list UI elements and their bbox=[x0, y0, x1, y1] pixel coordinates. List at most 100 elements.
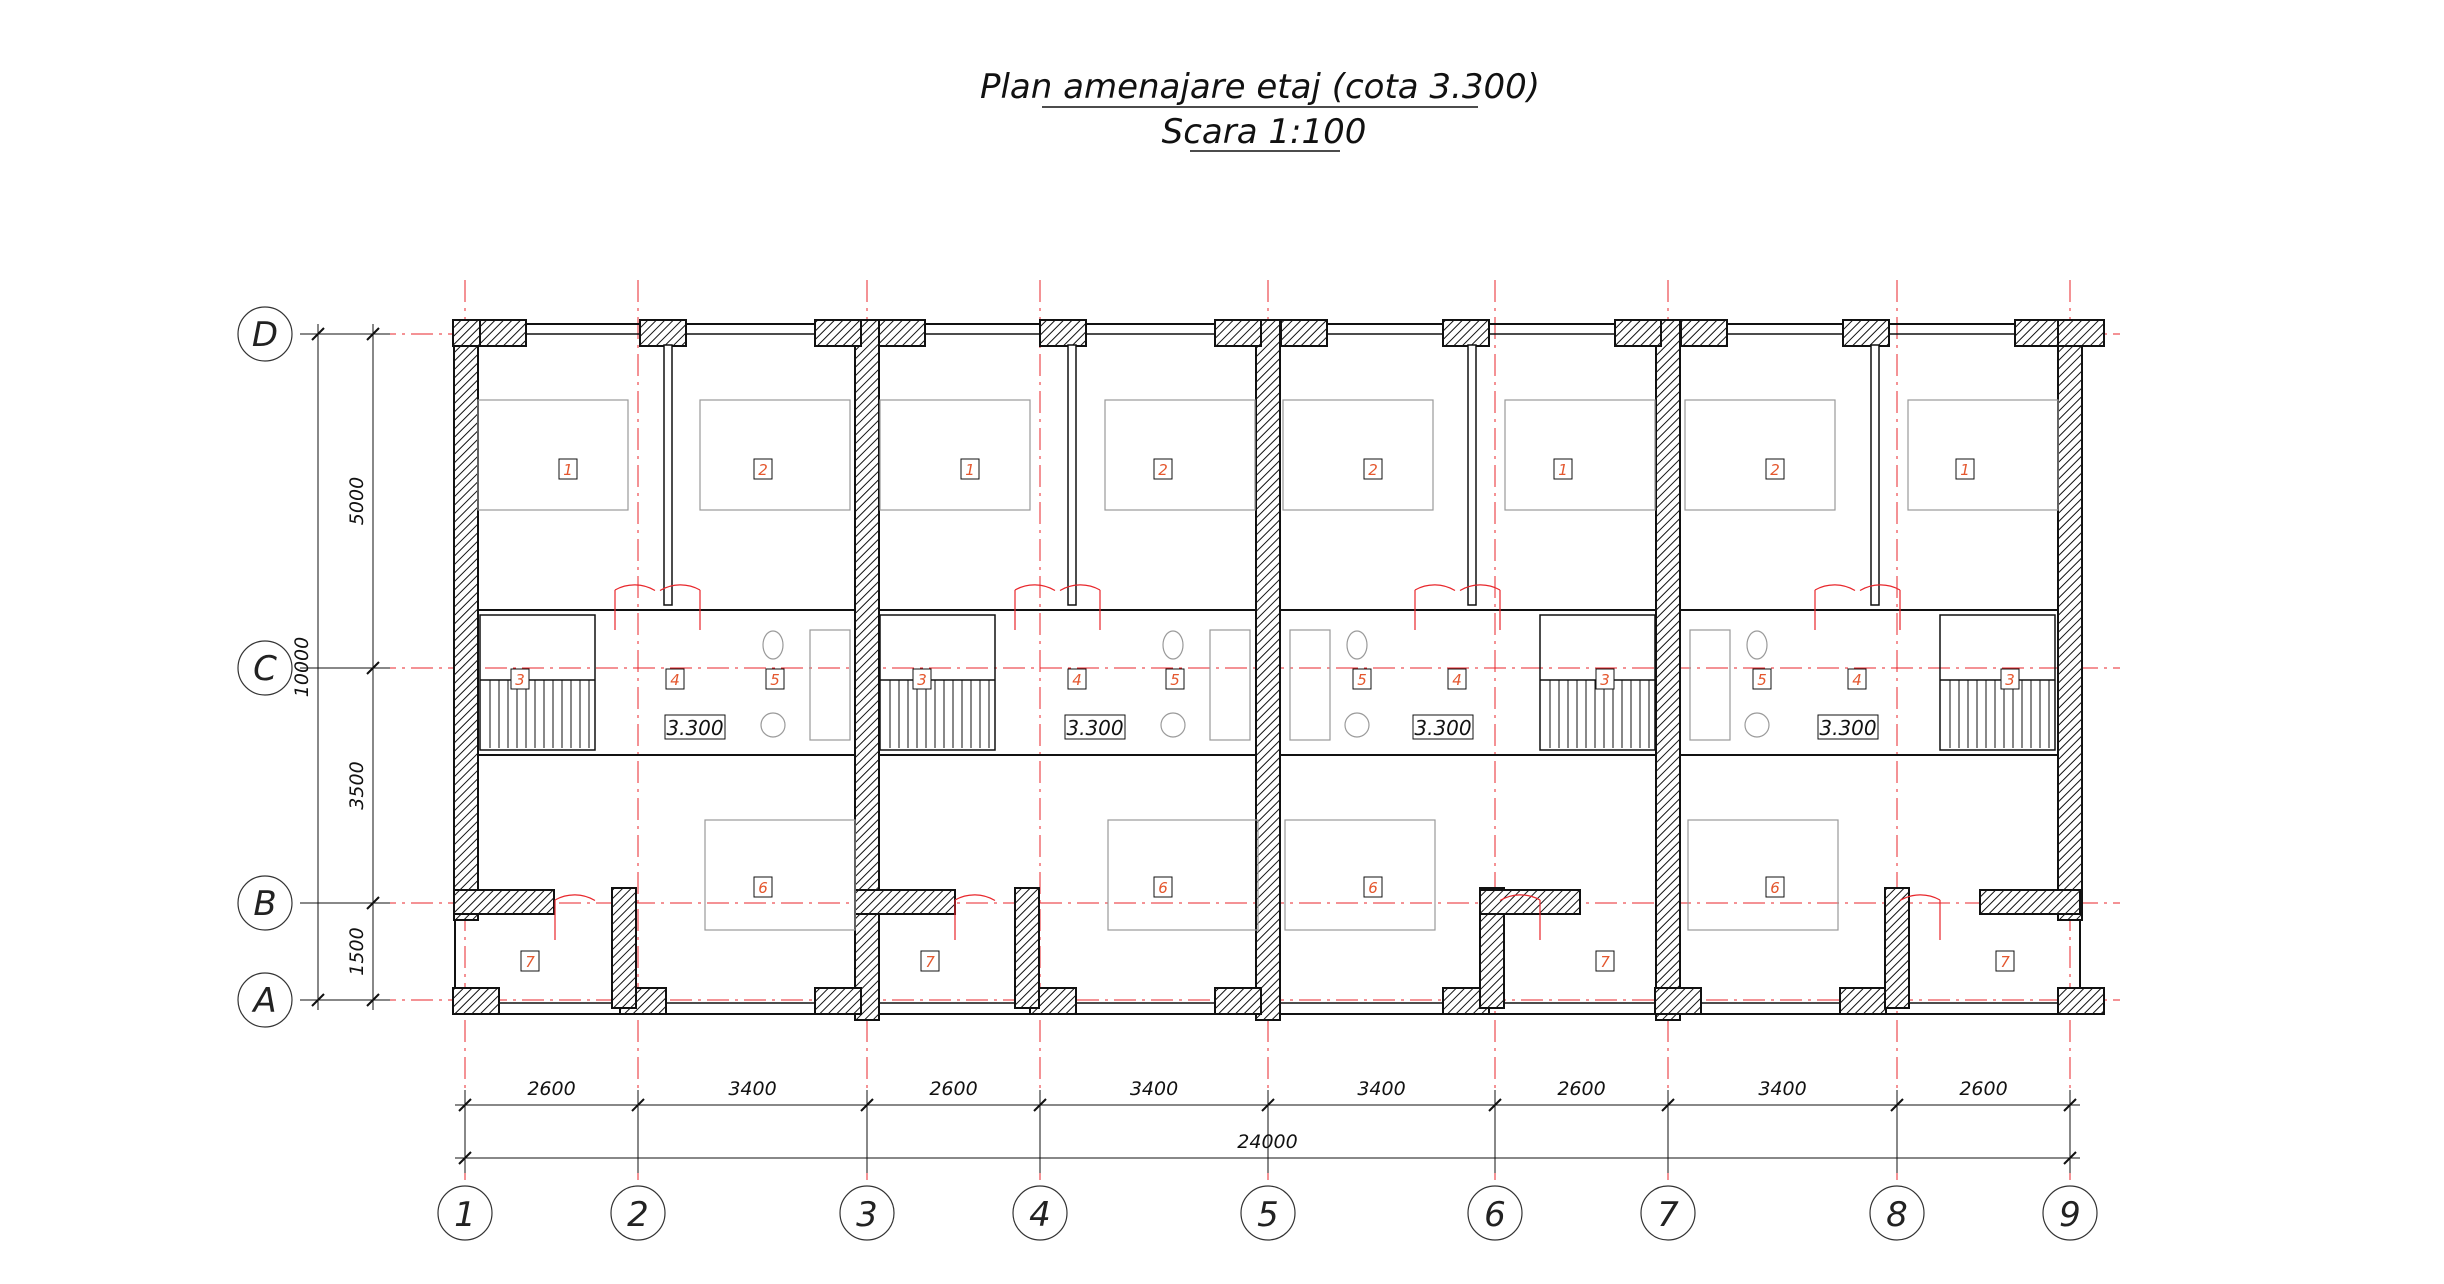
level-mark-1: 3.300 bbox=[664, 714, 726, 740]
axis-label-col-7: 7 bbox=[1657, 1195, 1679, 1235]
bathtub-2 bbox=[1209, 629, 1251, 741]
bearing-wall-4 bbox=[1255, 319, 1281, 1021]
unit3-room-tag-4: 3 bbox=[1595, 668, 1615, 690]
pillar-top-5 bbox=[878, 319, 926, 347]
bearing-wall-2 bbox=[2057, 319, 2083, 921]
vdim-total-label: 10000 bbox=[291, 637, 313, 697]
dim-label-7: 3400 bbox=[1758, 1078, 1806, 1100]
door-12 bbox=[1899, 894, 1941, 940]
unit2-room-tag-6: 6 bbox=[1153, 876, 1173, 898]
unit3-room-tag-3: 4 bbox=[1447, 668, 1467, 690]
unit3-room-number-5: 5 bbox=[1357, 671, 1367, 689]
dim-label-6: 2600 bbox=[1557, 1078, 1605, 1100]
toilet-1 bbox=[762, 630, 784, 660]
unit1-room-tag-1: 1 bbox=[558, 458, 578, 480]
axis-bubble-col-1: 1 bbox=[437, 1185, 493, 1241]
unit2-room-tag-3: 3 bbox=[912, 668, 932, 690]
toilet-4 bbox=[1746, 630, 1768, 660]
axis-bubble-col-4: 4 bbox=[1012, 1185, 1068, 1241]
staircase-2 bbox=[879, 614, 996, 751]
bathtub-1 bbox=[809, 629, 851, 741]
pillar-top-6 bbox=[1039, 319, 1087, 347]
unit2-room-number-7: 7 bbox=[925, 953, 935, 971]
axis-bubble-row-B: B bbox=[237, 875, 293, 931]
sink-4 bbox=[1744, 712, 1770, 738]
bathtub-3 bbox=[1289, 629, 1331, 741]
vdim-label-3: 1500 bbox=[346, 927, 368, 975]
unit1-room-number-4: 4 bbox=[670, 671, 680, 689]
balcony-wall-2 bbox=[1014, 887, 1040, 1009]
dim-label-5: 3400 bbox=[1357, 1078, 1405, 1100]
unit2-room-number-1: 1 bbox=[965, 461, 975, 479]
unit3-room-tag-5: 5 bbox=[1352, 668, 1372, 690]
door-8 bbox=[1859, 584, 1901, 630]
door-10 bbox=[954, 894, 996, 940]
axis-bubble-col-7: 7 bbox=[1640, 1185, 1696, 1241]
bed-7 bbox=[1684, 399, 1836, 511]
pillar-top-2 bbox=[479, 319, 527, 347]
dim-label-1: 2600 bbox=[527, 1078, 575, 1100]
axis-label-col-2: 2 bbox=[627, 1195, 649, 1235]
toilet-3 bbox=[1346, 630, 1368, 660]
unit2-room-tag-5: 5 bbox=[1165, 668, 1185, 690]
unit3-room-number-3: 4 bbox=[1452, 671, 1462, 689]
unit4-room-number-4: 3 bbox=[2005, 671, 2015, 689]
door-4 bbox=[1059, 584, 1101, 630]
wall-row-b-3 bbox=[1479, 889, 1581, 915]
level-mark-3: 3.300 bbox=[1412, 714, 1474, 740]
pillar-top-7 bbox=[1214, 319, 1262, 347]
bed-8 bbox=[1907, 399, 2059, 511]
pillar-top-12 bbox=[1842, 319, 1890, 347]
pillar-bottom-8 bbox=[1839, 987, 1887, 1015]
sink-3 bbox=[1344, 712, 1370, 738]
unit2-room-tag-4: 4 bbox=[1067, 668, 1087, 690]
dim-total-tick-1 bbox=[458, 1151, 472, 1165]
unit1-room-tag-7: 7 bbox=[520, 950, 540, 972]
unit1-room-tag-4: 4 bbox=[665, 668, 685, 690]
axis-bubble-row-C: C bbox=[237, 640, 293, 696]
pillar-top-14 bbox=[2057, 319, 2105, 347]
table-2 bbox=[1107, 819, 1259, 931]
door-5 bbox=[1414, 584, 1456, 630]
axis-bubble-col-8: 8 bbox=[1869, 1185, 1925, 1241]
unit2-room-number-6: 6 bbox=[1158, 879, 1168, 897]
axis-label-row-B: B bbox=[253, 884, 276, 924]
vdim-label-1: 5000 bbox=[346, 477, 368, 525]
bearing-wall-1 bbox=[453, 319, 479, 921]
axis-label-row-D: D bbox=[252, 315, 278, 355]
unit2-room-tag-2: 2 bbox=[1153, 458, 1173, 480]
unit4-room-tag-2: 1 bbox=[1955, 458, 1975, 480]
balcony-wall-4 bbox=[1884, 887, 1910, 1009]
unit1-room-number-5: 5 bbox=[770, 671, 780, 689]
dim-label-2: 3400 bbox=[728, 1078, 776, 1100]
bed-5 bbox=[1282, 399, 1434, 511]
unit2-room-number-4: 4 bbox=[1072, 671, 1082, 689]
pillar-top-11 bbox=[1680, 319, 1728, 347]
bed-6 bbox=[1504, 399, 1656, 511]
dim-total-label: 24000 bbox=[1237, 1131, 1297, 1153]
balcony-wall-1 bbox=[611, 887, 637, 1009]
dim-total-tick-2 bbox=[2063, 1151, 2077, 1165]
axis-bubble-col-6: 6 bbox=[1467, 1185, 1523, 1241]
axis-bubble-col-3: 3 bbox=[839, 1185, 895, 1241]
unit2-room-number-2: 2 bbox=[1158, 461, 1168, 479]
door-1 bbox=[614, 584, 656, 630]
table-3 bbox=[1284, 819, 1436, 931]
axis-label-col-3: 3 bbox=[856, 1195, 878, 1235]
axis-label-row-A: A bbox=[251, 981, 276, 1021]
bathtub-4 bbox=[1689, 629, 1731, 741]
level-mark-4: 3.300 bbox=[1817, 714, 1879, 740]
pillar-top-13 bbox=[2014, 319, 2062, 347]
pillar-top-3 bbox=[639, 319, 687, 347]
vdim-total-tick-1 bbox=[311, 327, 325, 341]
unit3-room-number-4: 3 bbox=[1600, 671, 1610, 689]
axis-bubble-row-A: A bbox=[237, 972, 293, 1028]
unit1-room-number-7: 7 bbox=[525, 953, 535, 971]
unit4-room-tag-4: 3 bbox=[2000, 668, 2020, 690]
staircase-3 bbox=[1539, 614, 1656, 751]
unit4-room-tag-5: 5 bbox=[1752, 668, 1772, 690]
level-mark-text-3: 3.300 bbox=[1414, 716, 1471, 740]
partition-2 bbox=[1067, 344, 1077, 606]
